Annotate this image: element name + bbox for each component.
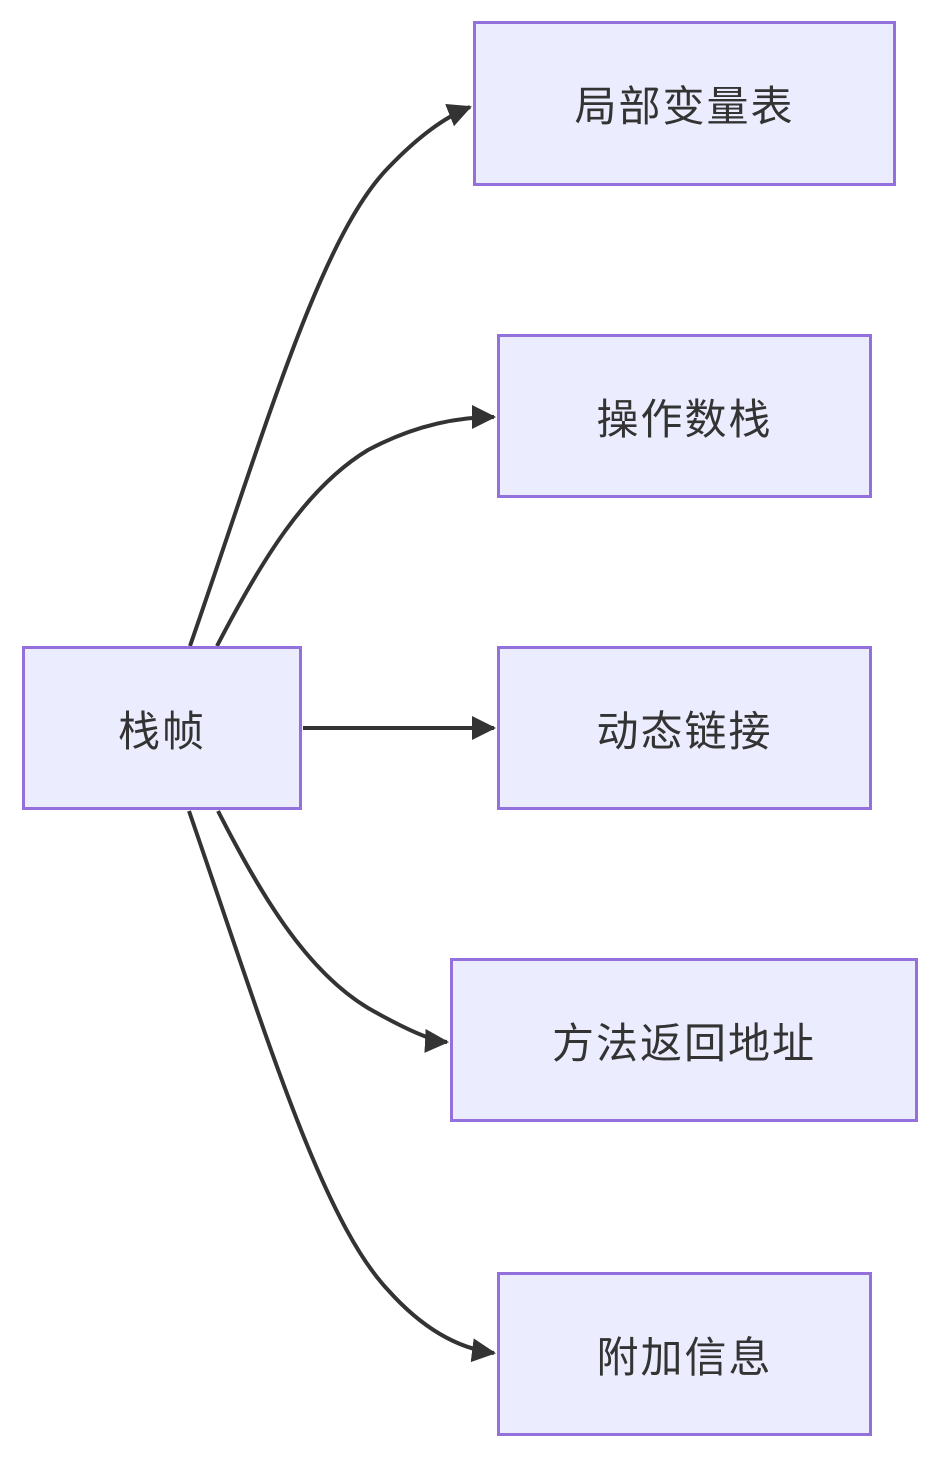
node-local-variable-table: 局部变量表 [473, 21, 896, 186]
node-method-return-address-label: 方法返回地址 [551, 1019, 816, 1067]
node-local-variable-table-label: 局部变量表 [574, 83, 795, 130]
edge-stackframe-to-returnaddr [216, 810, 449, 1053]
node-dynamic-linking-label: 动态链接 [596, 707, 773, 755]
node-operand-stack: 操作数栈 [497, 334, 872, 498]
node-stack-frame-label: 栈帧 [117, 707, 206, 755]
edge-stackframe-to-operandstack [215, 405, 496, 647]
edge-stackframe-to-localvars [188, 103, 472, 647]
node-additional-info: 附加信息 [497, 1272, 872, 1436]
node-operand-stack-label: 操作数栈 [596, 395, 773, 443]
node-dynamic-linking: 动态链接 [497, 646, 872, 810]
node-additional-info-label: 附加信息 [596, 1333, 773, 1381]
node-stack-frame: 栈帧 [22, 646, 302, 810]
edge-stackframe-to-extrainfo [187, 810, 496, 1363]
node-method-return-address: 方法返回地址 [450, 958, 918, 1122]
